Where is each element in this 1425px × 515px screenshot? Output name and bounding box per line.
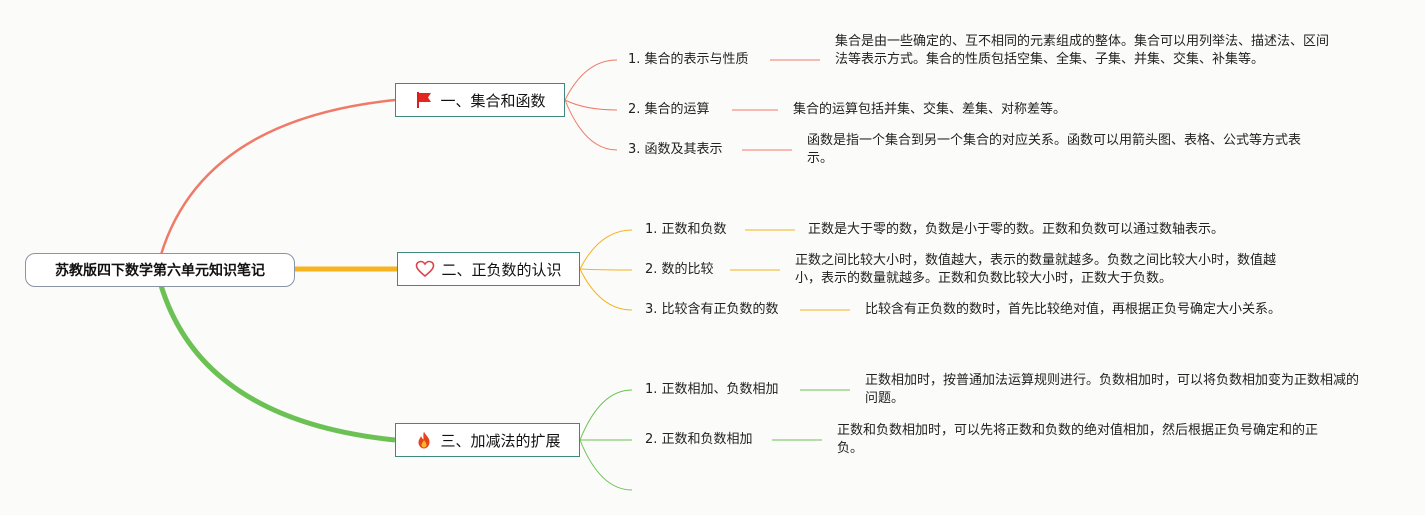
topic-desc-3-1: 正数相加时，按普通加法运算规则进行。负数相加时，可以将负数相加变为正数相减的问题…	[865, 373, 1360, 406]
root-link-1	[158, 98, 396, 259]
topic-desc-2-3: 比较含有正负数的数时，首先比较绝对值，再根据正负号确定大小关系。	[865, 302, 1282, 317]
topic-desc-3-2: 正数和负数相加时，可以先将正数和负数的绝对值相加，然后根据正负号确定和的正负。	[837, 423, 1319, 456]
root-node[interactable]: 苏教版四下数学第六单元知识笔记	[25, 253, 295, 287]
topic-title-1-1[interactable]: 1. 集合的表示与性质	[628, 52, 749, 67]
branch-label-3: 三、加减法的扩展	[440, 431, 561, 450]
branch-3-links	[579, 389, 850, 491]
root-title: 苏教版四下数学第六单元知识笔记	[55, 263, 265, 279]
branch-label-1: 一、集合和函数	[440, 91, 546, 110]
topic-title-1-3[interactable]: 3. 函数及其表示	[628, 142, 723, 157]
topic-title-3-1[interactable]: 1. 正数相加、负数相加	[645, 382, 779, 397]
topic-title-1-2[interactable]: 2. 集合的运算	[628, 102, 710, 117]
topic-title-2-1[interactable]: 1. 正数和负数	[645, 222, 727, 237]
root-link-3	[157, 281, 396, 443]
topic-title-3-2[interactable]: 2. 正数和负数相加	[645, 432, 753, 447]
topic-desc-2-1: 正数是大于零的数，负数是小于零的数。正数和负数可以通过数轴表示。	[808, 222, 1225, 237]
branch-node-2[interactable]: 二、正负数的认识	[397, 252, 580, 286]
flag-icon	[414, 90, 434, 110]
branch-node-3[interactable]: 三、加减法的扩展	[395, 423, 580, 457]
branch-2-links	[579, 229, 850, 311]
topic-desc-1-2: 集合的运算包括并集、交集、差集、对称差等。	[793, 102, 1067, 117]
branch-1-links	[564, 59, 820, 151]
topic-desc-1-1: 集合是由一些确定的、互不相同的元素组成的整体。集合可以用列举法、描述法、区间法等…	[835, 34, 1330, 67]
fire-icon	[414, 430, 434, 450]
heart-icon	[415, 259, 435, 279]
topic-desc-1-3: 函数是指一个集合到另一个集合的对应关系。函数可以用箭头图、表格、公式等方式表示。	[807, 133, 1302, 166]
topic-desc-2-2: 正数之间比较大小时，数值越大，表示的数量就越多。负数之间比较大小时，数值越小，表…	[795, 253, 1277, 286]
branch-node-1[interactable]: 一、集合和函数	[395, 83, 565, 117]
topic-title-2-3[interactable]: 3. 比较含有正负数的数	[645, 302, 779, 317]
topic-title-2-2[interactable]: 2. 数的比较	[645, 262, 714, 277]
branch-label-2: 二、正负数的认识	[441, 260, 562, 279]
